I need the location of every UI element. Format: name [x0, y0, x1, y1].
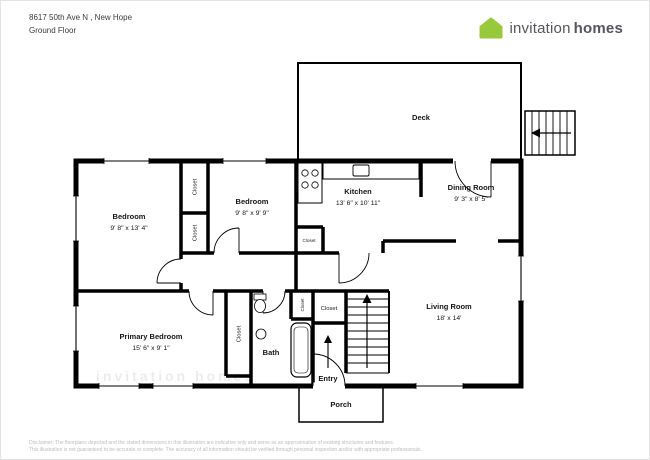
stove	[297, 162, 323, 204]
porch-label: Porch	[330, 400, 352, 409]
disclaimer: Disclaimer: The floorplans depicted and …	[29, 440, 629, 454]
bath-fixtures	[253, 293, 312, 378]
interior-stairs	[346, 291, 390, 374]
primary-bedroom-label: Primary Bedroom	[120, 332, 183, 341]
address-text: 8617 50th Ave N , New Hope	[29, 13, 133, 22]
closet-label-1: Closet	[193, 178, 199, 195]
brand-word-homes: homes	[573, 19, 623, 37]
windows	[72, 157, 525, 390]
house-logo-icon	[479, 17, 503, 39]
disclaimer-line-2: This illustration is not guaranteed to b…	[29, 447, 422, 453]
kitchen-fixtures	[297, 162, 420, 204]
toilet-bowl	[254, 299, 266, 313]
floor-label: Ground Floor	[29, 26, 77, 35]
kitchen-dims: 13' 6" x 10' 11"	[336, 200, 381, 207]
kitchen-sink	[352, 164, 370, 177]
brand-word-invitation: invitation	[509, 19, 571, 37]
living-room-label: Living Room	[426, 302, 472, 311]
closet-label-kitchen: Closet	[302, 238, 316, 243]
kitchen-label: Kitchen	[344, 187, 372, 196]
closet-label-linen: Closet	[300, 298, 305, 312]
window-glass-lines	[75, 160, 522, 387]
bedroom-left-label: Bedroom	[113, 212, 146, 221]
bath-label: Bath	[263, 348, 280, 357]
watermark-text: invitation homes	[96, 368, 255, 384]
entry-step-arrow	[324, 335, 332, 368]
porch-outline	[298, 385, 384, 423]
interior-walls	[76, 161, 521, 386]
bedroom-mid-label: Bedroom	[236, 197, 269, 206]
dining-room-dims: 9' 3" x 8' 5"	[454, 196, 488, 203]
living-room-dims: 18' x 14'	[437, 315, 462, 322]
deck-stairs-arrow-head	[531, 128, 540, 138]
header-address-block: 8617 50th Ave N , New Hope Ground Floor	[29, 11, 132, 37]
deck-door-gap	[453, 157, 491, 165]
entry-label: Entry	[318, 374, 338, 383]
disclaimer-line-1: Disclaimer: The floorplans depicted and …	[29, 440, 395, 446]
closet-label-2: Closet	[193, 224, 199, 241]
bedroom-left-dims: 9' 8" x 13' 4"	[110, 225, 148, 232]
deck-label: Deck	[412, 113, 431, 122]
front-door-gap	[313, 382, 345, 390]
bedroom-mid-dims: 9' 8" x 9' 9"	[235, 210, 269, 217]
closet-label-entry: Closet	[321, 306, 338, 312]
closet-label-primary: Closet	[237, 325, 243, 342]
window-frame-ticks	[73, 158, 524, 389]
bath-sink	[255, 328, 267, 340]
stairs-up-arrow-head	[362, 294, 372, 303]
primary-bedroom-dims: 15' 6" x 9' 1"	[132, 345, 170, 352]
dining-room-label: Dining Room	[448, 183, 495, 192]
kitchen-counter	[322, 162, 420, 180]
deck-outline	[297, 62, 522, 162]
deck-stairs	[524, 110, 576, 156]
